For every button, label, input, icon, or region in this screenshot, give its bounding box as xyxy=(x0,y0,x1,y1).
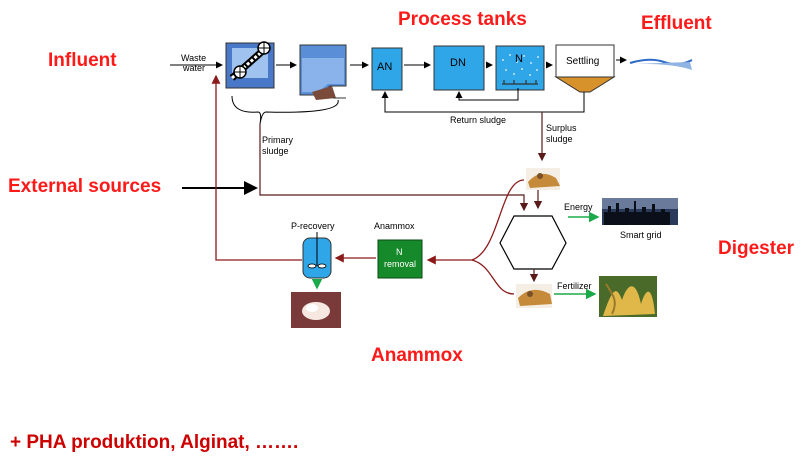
influent-label: Influent xyxy=(48,50,117,71)
n-removal-label-2: removal xyxy=(384,259,416,269)
sludge-image-bottom xyxy=(516,284,552,308)
primary-sludge-label-1: Primary xyxy=(262,135,293,145)
an-tank[interactable]: AN xyxy=(371,47,403,91)
reject-line-top xyxy=(471,179,525,261)
primary-sludge-line xyxy=(259,124,529,212)
effluent-label: Effluent xyxy=(641,13,712,34)
return-sludge-label: Return sludge xyxy=(450,115,506,125)
dn-tank[interactable]: DN xyxy=(433,45,485,91)
internal-recycle-line xyxy=(455,88,519,101)
digester-label: Digester xyxy=(718,238,795,259)
surplus-sludge-label-1: Surplus xyxy=(546,123,577,133)
screen-unit xyxy=(225,41,275,89)
n-tank[interactable]: N xyxy=(495,45,545,91)
primary-sludge-brace xyxy=(231,95,339,125)
struvite-image xyxy=(291,292,341,328)
footer-note: + PHA produktion, Alginat, ……. xyxy=(10,432,299,453)
n-tank-label: N xyxy=(515,53,523,65)
digester-hexagon[interactable] xyxy=(499,215,567,270)
an-tank-label: AN xyxy=(377,61,392,73)
return-to-influent-line xyxy=(211,74,302,261)
process-tanks-label: Process tanks xyxy=(398,9,527,30)
surplus-sludge-label-2: sludge xyxy=(546,134,573,144)
smart-grid-label: Smart grid xyxy=(620,230,662,240)
settling-tank[interactable]: Settling xyxy=(554,44,616,93)
smart-grid-image xyxy=(602,198,678,225)
p-recovery-label: P-recovery xyxy=(291,221,335,231)
anammox-unit-label: Anammox xyxy=(374,221,415,231)
energy-label: Energy xyxy=(564,202,593,212)
return-sludge-line xyxy=(381,91,585,113)
fertilizer-image xyxy=(599,276,657,317)
n-removal-box[interactable]: N removal xyxy=(377,239,423,279)
dn-tank-label: DN xyxy=(450,57,466,69)
anammox-label: Anammox xyxy=(371,345,463,366)
sludge-image-top xyxy=(526,168,560,190)
external-sources-label: External sources xyxy=(8,176,162,197)
waste-water-label-2: water xyxy=(182,63,205,73)
effluent-water-fill xyxy=(632,62,692,70)
reject-line-bottom xyxy=(471,259,515,295)
settling-label: Settling xyxy=(566,56,599,67)
p-recovery-reactor[interactable] xyxy=(302,232,332,279)
waste-water-label-1: Waste xyxy=(181,53,206,63)
fertilizer-label: Fertilizer xyxy=(557,281,592,291)
primary-sludge-label-2: sludge xyxy=(262,146,289,156)
n-removal-label-1: N xyxy=(396,247,403,257)
primary-clarifier xyxy=(299,44,347,100)
